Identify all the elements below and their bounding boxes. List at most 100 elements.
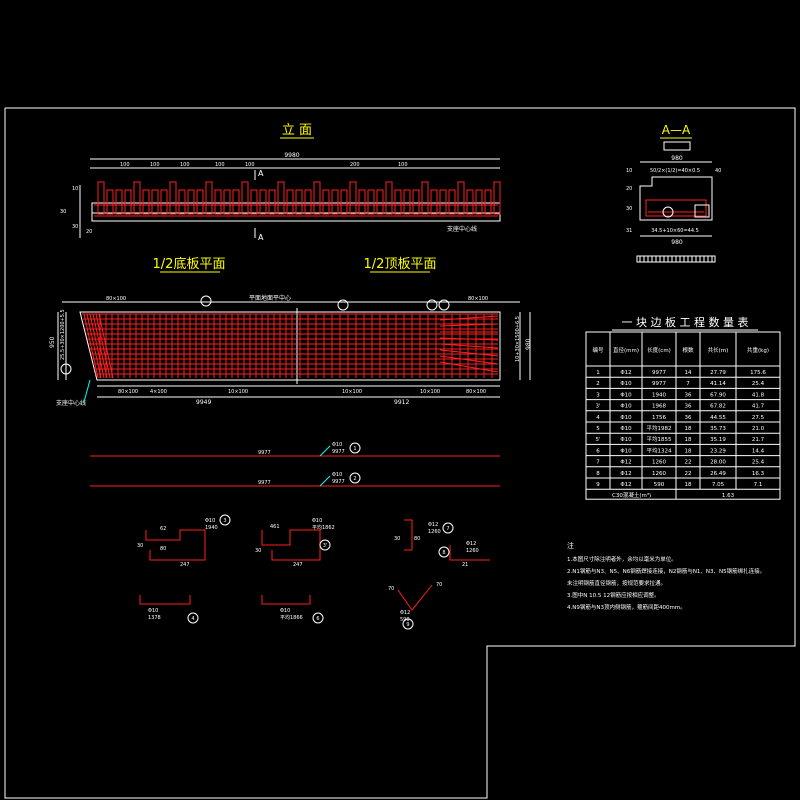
bar3p-dim-1: 30 [255,548,261,554]
bar3-num: 3 [223,518,226,524]
stirrup [313,181,321,215]
plan-support-label: 支座中心线 [56,399,86,407]
stirrup [169,181,177,215]
plan-outline [79,311,501,381]
bar8-num: 8 [442,550,445,556]
stirrup [214,189,222,215]
plan-right-side-text: 10+30×1500+6.5 [515,316,521,362]
stirrup [205,181,213,215]
stirrup [223,189,231,215]
table-cell: 27.5 [752,415,765,421]
stirrup [322,189,330,215]
table-cell: 590 [654,482,665,488]
section-bottom-dim: 980 [671,239,683,246]
bar3-dim-1: 30 [137,543,143,549]
stirrup [331,189,339,215]
stirrup [160,189,168,215]
table-cell: Φ12 [620,471,631,477]
stirrup [295,189,303,215]
table-cell: 22 [685,471,692,477]
bar8-len: 1260 [466,548,479,554]
table-cell: Φ10 [620,404,632,410]
bar3p-num: 3' [323,543,328,549]
section-note-bottom: 34.5+10×60=44.5 [651,228,699,234]
table-cell: Φ12 [620,460,631,466]
table-header: 共重(kg) [747,346,769,354]
bar4-dia: Φ10 [148,608,158,614]
table-cell: 7 [596,460,600,466]
long-bar-1-num: 1 [353,446,356,452]
section-left-dim-1: 30 [626,206,632,212]
stirrup [439,189,447,215]
table-cell: 5' [595,437,600,443]
elevation-dim-4: 100 [245,162,255,168]
notes: 注 1.本图尺寸除注明者外，余均以毫米为单位。 2.N1钢筋与N3、N5、N6钢… [567,541,765,611]
stirrup [358,189,366,215]
bar3-dim-0: 62 [160,526,166,532]
table-cell: 平均1855 [647,435,672,443]
table-cell: 35.73 [710,426,726,432]
table-cell: 5 [596,426,600,432]
stirrup [151,189,159,215]
long-bar-2-len: 9977 [332,479,345,485]
table-cell: Φ10 [620,448,632,454]
bar3p-dim-2: 247 [293,562,303,568]
table-cell: 36 [685,404,692,410]
stirrup [268,189,276,215]
table-cell: 21.7 [752,437,765,443]
stirrup [97,181,105,215]
elevation-dim-0: 100 [120,162,130,168]
table-cell: Φ12 [620,370,631,376]
stirrup [448,189,456,215]
section-aa-title: A—A [662,123,691,137]
table-cell: Φ12 [620,482,631,488]
section-note-top: 50/2×(1/2)=40×0.5 [650,168,700,174]
table-cell: 25.4 [752,381,765,387]
table-cell: 14.4 [752,448,765,454]
elevation-support-label: 支座中心线 [447,225,477,233]
plan-top-right-label: 80×100 [468,296,488,302]
elevation-stirrups [97,181,501,215]
plan-rebar-grid [82,313,499,379]
table-cell: 35.19 [710,437,726,443]
callout-1 [200,295,212,307]
table-header: 共长(m) [708,346,729,354]
section-mark-top: A [258,169,264,178]
bar-shape-9 [397,584,433,611]
plan-seg-5: 80×100 [466,389,486,395]
table-cell: Φ10 [620,415,632,421]
table-cell: Φ10 [620,426,632,432]
table-cell: 27.79 [710,370,726,376]
stirrup [475,189,483,215]
bar3p-dim-0: 461 [270,524,280,530]
stirrup [133,181,141,215]
table-cell: 3' [595,404,600,410]
elevation-dim-2: 100 [180,162,190,168]
table-cell: 18 [685,482,692,488]
bar7-num: 7 [446,526,449,532]
stirrup [349,181,357,215]
table-cell: 25.4 [752,460,765,466]
bar6-dia: Φ10 [280,608,290,614]
stirrup [277,181,285,215]
elev-left-dim-0: 10 [72,186,78,192]
table-cell: 6 [596,448,600,454]
table-header: 长度(cm) [647,346,671,354]
elevation-title: 立 面 [282,123,312,138]
bar4-num: 4 [191,616,194,622]
table-cell: 67.90 [710,392,726,398]
bar7-dim-1: 30 [394,536,400,542]
bar7-dia: Φ12 [428,522,438,528]
table-cell: Φ10 [620,392,632,398]
table-footer-value: 1.63 [722,493,735,499]
table-cell: 1260 [652,460,666,466]
plan-top-left-label: 80×100 [106,296,126,302]
bar9-num: 9 [406,622,409,628]
table-cell: 8 [596,471,600,477]
table-cell: 14 [685,370,692,376]
bar7-len: 1260 [428,529,441,535]
callout-3 [337,299,349,311]
long-bar-2-num: 2 [353,476,356,482]
stirrup [241,181,249,215]
